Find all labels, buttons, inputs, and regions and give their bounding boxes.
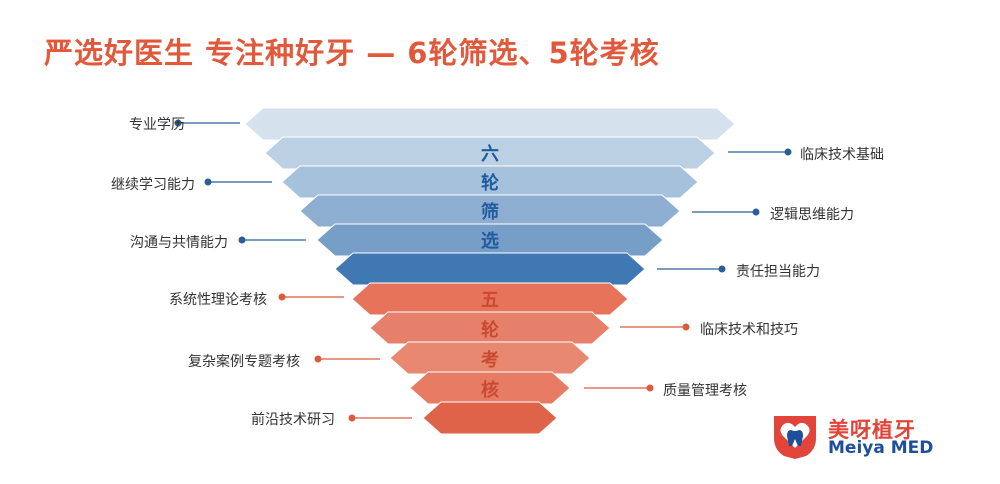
screening-item-label: 临床技术基础 xyxy=(800,147,884,163)
connector-dot xyxy=(278,293,286,301)
logo-name-cn: 美呀植牙 xyxy=(828,418,916,442)
exam-item-label: 质量管理考核 xyxy=(663,383,747,399)
screening-stage-char: 筛 xyxy=(481,201,499,223)
exam-stage-char: 轮 xyxy=(481,319,499,341)
logo-name-en: Meiya MED xyxy=(828,438,934,458)
connector-dot xyxy=(174,119,182,127)
connector-dot xyxy=(682,323,690,331)
screening-item-label: 继续学习能力 xyxy=(111,177,195,193)
exam-item-label: 临床技术和技巧 xyxy=(700,322,798,338)
page-title: 严选好医生 专注种好牙 — 6轮筛选、5轮考核 xyxy=(44,36,660,70)
connector-dot xyxy=(784,148,792,156)
screening-item-label: 责任担当能力 xyxy=(736,264,820,280)
exam-funnel-bar xyxy=(409,371,571,405)
exam-item-label: 系统性理论考核 xyxy=(169,292,267,308)
screening-stage-char: 选 xyxy=(481,231,499,252)
connector-dot xyxy=(348,414,356,422)
screening-stage-char: 轮 xyxy=(481,172,499,194)
connector-dot xyxy=(238,236,246,244)
screening-stage-char: 六 xyxy=(481,143,499,165)
exam-item-label: 复杂案例专题考核 xyxy=(188,354,300,370)
connector-dot xyxy=(646,384,654,392)
screening-funnel-bar xyxy=(299,194,681,228)
connector-dot xyxy=(718,265,726,273)
connector-dot xyxy=(204,178,212,186)
screening-funnel-bar xyxy=(281,165,699,199)
screening-item-label: 专业学历 xyxy=(129,117,185,133)
exam-funnel-bar xyxy=(422,401,558,435)
brand-logo: 美呀植牙 Meiya MED xyxy=(770,412,940,462)
screening-item-label: 逻辑思维能力 xyxy=(770,207,854,223)
exam-item-label: 前沿技术研习 xyxy=(251,412,335,428)
exam-stage-char: 考 xyxy=(481,349,499,371)
connector-dot xyxy=(752,208,760,216)
screening-item-label: 沟通与共情能力 xyxy=(130,235,228,251)
connector-dot xyxy=(314,355,322,363)
exam-funnel-bar xyxy=(351,282,629,316)
screening-funnel-bar xyxy=(334,252,646,286)
screening-funnel-bar xyxy=(264,136,716,170)
exam-stage-char: 核 xyxy=(481,379,499,401)
screening-funnel-bar xyxy=(316,223,664,257)
exam-funnel-bar xyxy=(389,341,591,375)
tooth-heart-logo-icon xyxy=(774,416,816,459)
exam-funnel-bar xyxy=(369,311,611,345)
screening-funnel-bar xyxy=(244,107,736,141)
exam-stage-char: 五 xyxy=(481,290,499,311)
